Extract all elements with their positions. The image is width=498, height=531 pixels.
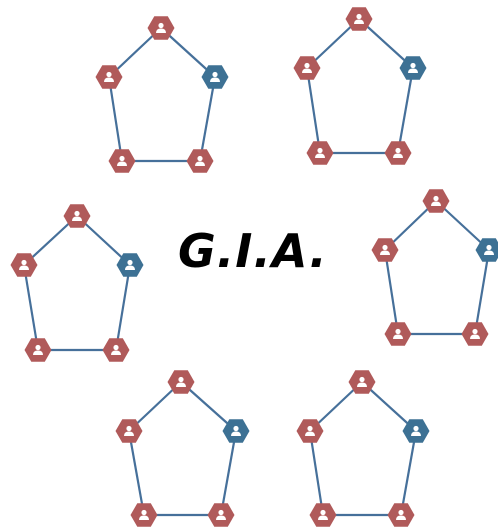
person-icon [124,425,134,436]
network-node-blue [222,419,250,443]
person-icon [231,425,241,436]
person-icon [104,71,114,82]
network-node-red [309,503,337,527]
person-icon [176,376,186,387]
network-node-blue [201,65,229,89]
network-node-red [10,253,38,277]
person-icon [111,344,121,355]
person-icon [302,62,312,73]
network-edge [198,76,217,162]
page-title: G.I.A. [178,224,328,278]
person-icon [380,244,390,255]
network-node-red [387,503,415,527]
person-icon [396,509,406,520]
network-edge [308,430,325,516]
network-edge [22,264,40,351]
network-node-red [130,503,158,527]
network-edge [180,381,237,432]
network-node-blue [399,56,427,80]
person-icon [33,344,43,355]
person-icon [195,155,205,166]
network-edge [107,76,124,162]
person-icon [305,425,315,436]
network-node-red [167,370,195,394]
person-icon [117,155,127,166]
network-edge [361,381,417,432]
network-node-red [207,503,235,527]
person-icon [357,376,367,387]
network-node-red [293,56,321,80]
network-node-blue [402,419,430,443]
network-node-red [95,65,123,89]
network-node-red [102,338,130,362]
network-node-red [24,338,52,362]
person-icon [354,13,364,24]
person-icon [393,147,403,158]
network-node-red [147,16,175,40]
person-icon [411,425,421,436]
person-icon [19,259,29,270]
network-edge [399,430,418,516]
network-edge [114,264,132,351]
network-node-red [422,189,450,213]
network-edge [396,67,415,154]
network-node-blue [116,253,144,277]
network-node-red [348,370,376,394]
person-icon [484,244,494,255]
network-edge [473,249,491,335]
network-group-middle-left [10,204,144,362]
network-node-red [345,7,373,31]
person-icon [156,22,166,33]
person-icon [431,195,441,206]
network-edge [383,249,400,335]
network-node-red [115,419,143,443]
person-icon [210,71,220,82]
person-icon [72,210,82,221]
network-edge [23,215,78,266]
network-edge [305,67,322,154]
network-node-red [384,141,412,165]
network-node-red [371,238,399,262]
person-icon [318,509,328,520]
person-icon [408,62,418,73]
network-group-top-left [95,16,229,173]
network-edge [160,27,216,78]
network-node-red [63,204,91,228]
network-group-bottom-right [296,370,430,527]
network-group-top-right [293,7,427,165]
network-edge [127,430,146,516]
network-node-red [108,149,136,173]
person-icon [216,509,226,520]
network-edge [76,215,131,266]
network-node-red [296,419,324,443]
person-icon [315,147,325,158]
person-icon [393,328,403,339]
person-icon [125,259,135,270]
network-group-middle-right [371,189,498,346]
network-group-bottom-left [115,370,250,527]
person-icon [139,509,149,520]
network-edge [358,18,414,69]
network-node-red [384,322,412,346]
network-node-red [306,141,334,165]
person-icon [470,328,480,339]
network-node-blue [475,238,498,262]
network-edge [219,430,238,516]
network-node-red [461,322,489,346]
network-node-red [186,149,214,173]
network-edge [435,200,490,251]
